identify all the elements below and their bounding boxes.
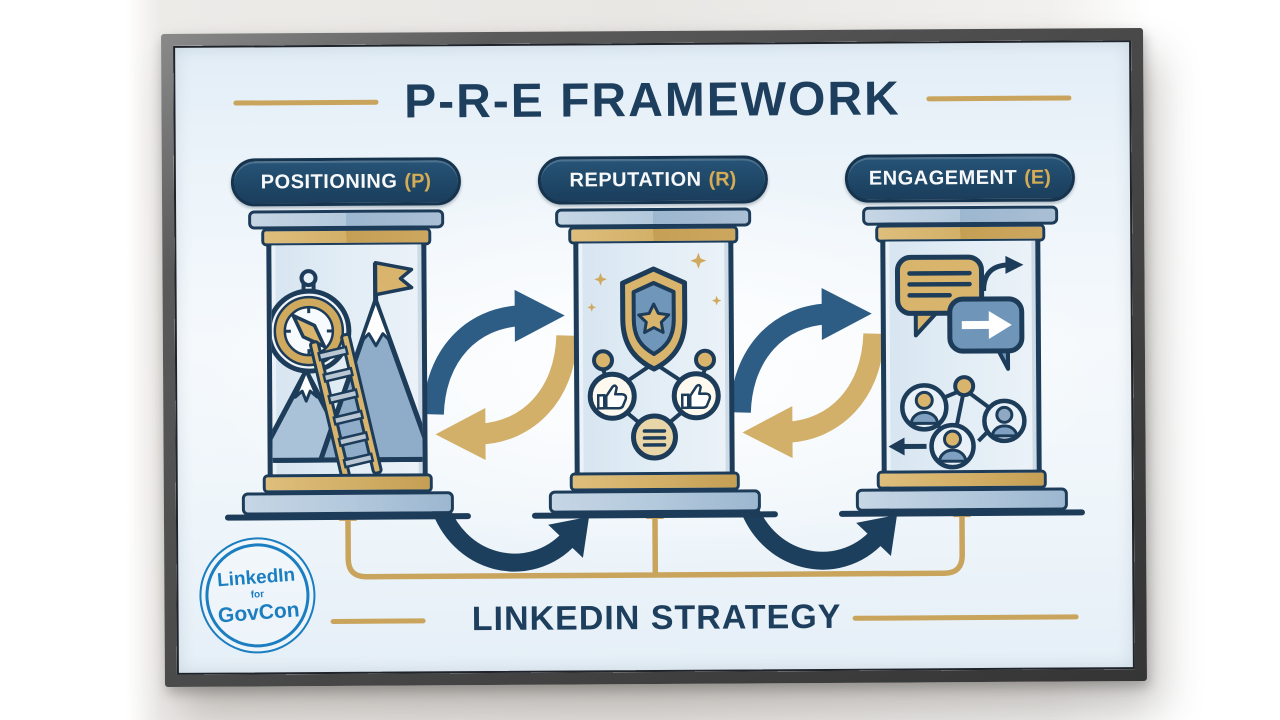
pillar-positioning: POSITIONING (P) (224, 157, 471, 521)
reputation-shaft (573, 242, 735, 474)
logo-linkedin-text: LinkedIn (216, 564, 296, 591)
engagement-label: ENGAGEMENT (868, 166, 1018, 190)
pre-framework-poster: P-R-E FRAMEWORK (173, 40, 1135, 675)
reputation-illustration (587, 252, 722, 461)
footer-left-dash (330, 618, 426, 624)
poster-title: P-R-E FRAMEWORK (403, 72, 901, 129)
flow-arrows-1-2 (424, 289, 576, 461)
picture-frame: P-R-E FRAMEWORK (161, 28, 1147, 687)
gold-node (694, 348, 717, 371)
logo-inner-ring: LinkedIn for GovCon (201, 539, 314, 652)
back-arrow-icon (888, 437, 927, 456)
capital-blue (862, 205, 1059, 226)
ladder-icon (309, 332, 383, 476)
linkedin-govcon-logo: LinkedIn for GovCon (195, 533, 320, 658)
curved-arrow-forward (424, 305, 521, 415)
title-right-dash (926, 95, 1072, 102)
base-blue (241, 491, 454, 516)
footer-right-dash (852, 614, 1079, 621)
reputation-label: REPUTATION (569, 168, 702, 192)
reputation-header: REPUTATION (R) (537, 155, 769, 205)
base-gold (262, 473, 433, 494)
positioning-letter: (P) (404, 169, 432, 193)
curved-arrow-backward (786, 333, 883, 443)
base-blue (548, 489, 761, 514)
thumbs-up-network-icon (587, 371, 721, 421)
logo-for-text: for (250, 588, 265, 601)
sparkles-icon (587, 252, 722, 312)
capital-blue (248, 209, 445, 230)
positioning-header: POSITIONING (P) (230, 157, 462, 207)
logo-govcon-text: GovCon (217, 597, 301, 627)
base-gold (569, 471, 740, 492)
positioning-shaft (266, 244, 428, 476)
footer-title: LINKEDIN STRATEGY (471, 597, 842, 639)
positioning-label: POSITIONING (260, 170, 398, 193)
engagement-letter: (E) (1024, 166, 1051, 189)
capital-blue (555, 207, 752, 228)
positioning-illustration (266, 260, 428, 476)
gold-node (592, 349, 615, 372)
engagement-illustration (888, 254, 1027, 470)
base-line (838, 509, 1085, 517)
curved-arrow-backward (479, 334, 576, 445)
curved-arrow-forward (731, 303, 828, 414)
reputation-letter: (R) (708, 167, 737, 191)
share-curve-arrow-icon (981, 255, 1024, 292)
engagement-header: ENGAGEMENT (E) (844, 153, 1076, 203)
gold-node (953, 375, 976, 398)
shield-star-icon (620, 266, 688, 372)
base-gold (876, 469, 1047, 490)
loop-arrow-1 (429, 497, 590, 572)
chat-bubble-arrow-icon (947, 296, 1025, 371)
pillar-reputation: REPUTATION (R) (531, 155, 778, 519)
pillar-engagement: ENGAGEMENT (E) (838, 153, 1085, 517)
list-node-icon (630, 413, 678, 461)
title-left-dash (233, 99, 379, 106)
base-blue (855, 487, 1068, 512)
poster-title-row: P-R-E FRAMEWORK (173, 70, 1131, 131)
loop-arrow-2 (737, 495, 898, 570)
flow-arrows-2-3 (731, 287, 883, 459)
people-network-icon (900, 383, 1027, 470)
engagement-shaft (880, 240, 1042, 472)
